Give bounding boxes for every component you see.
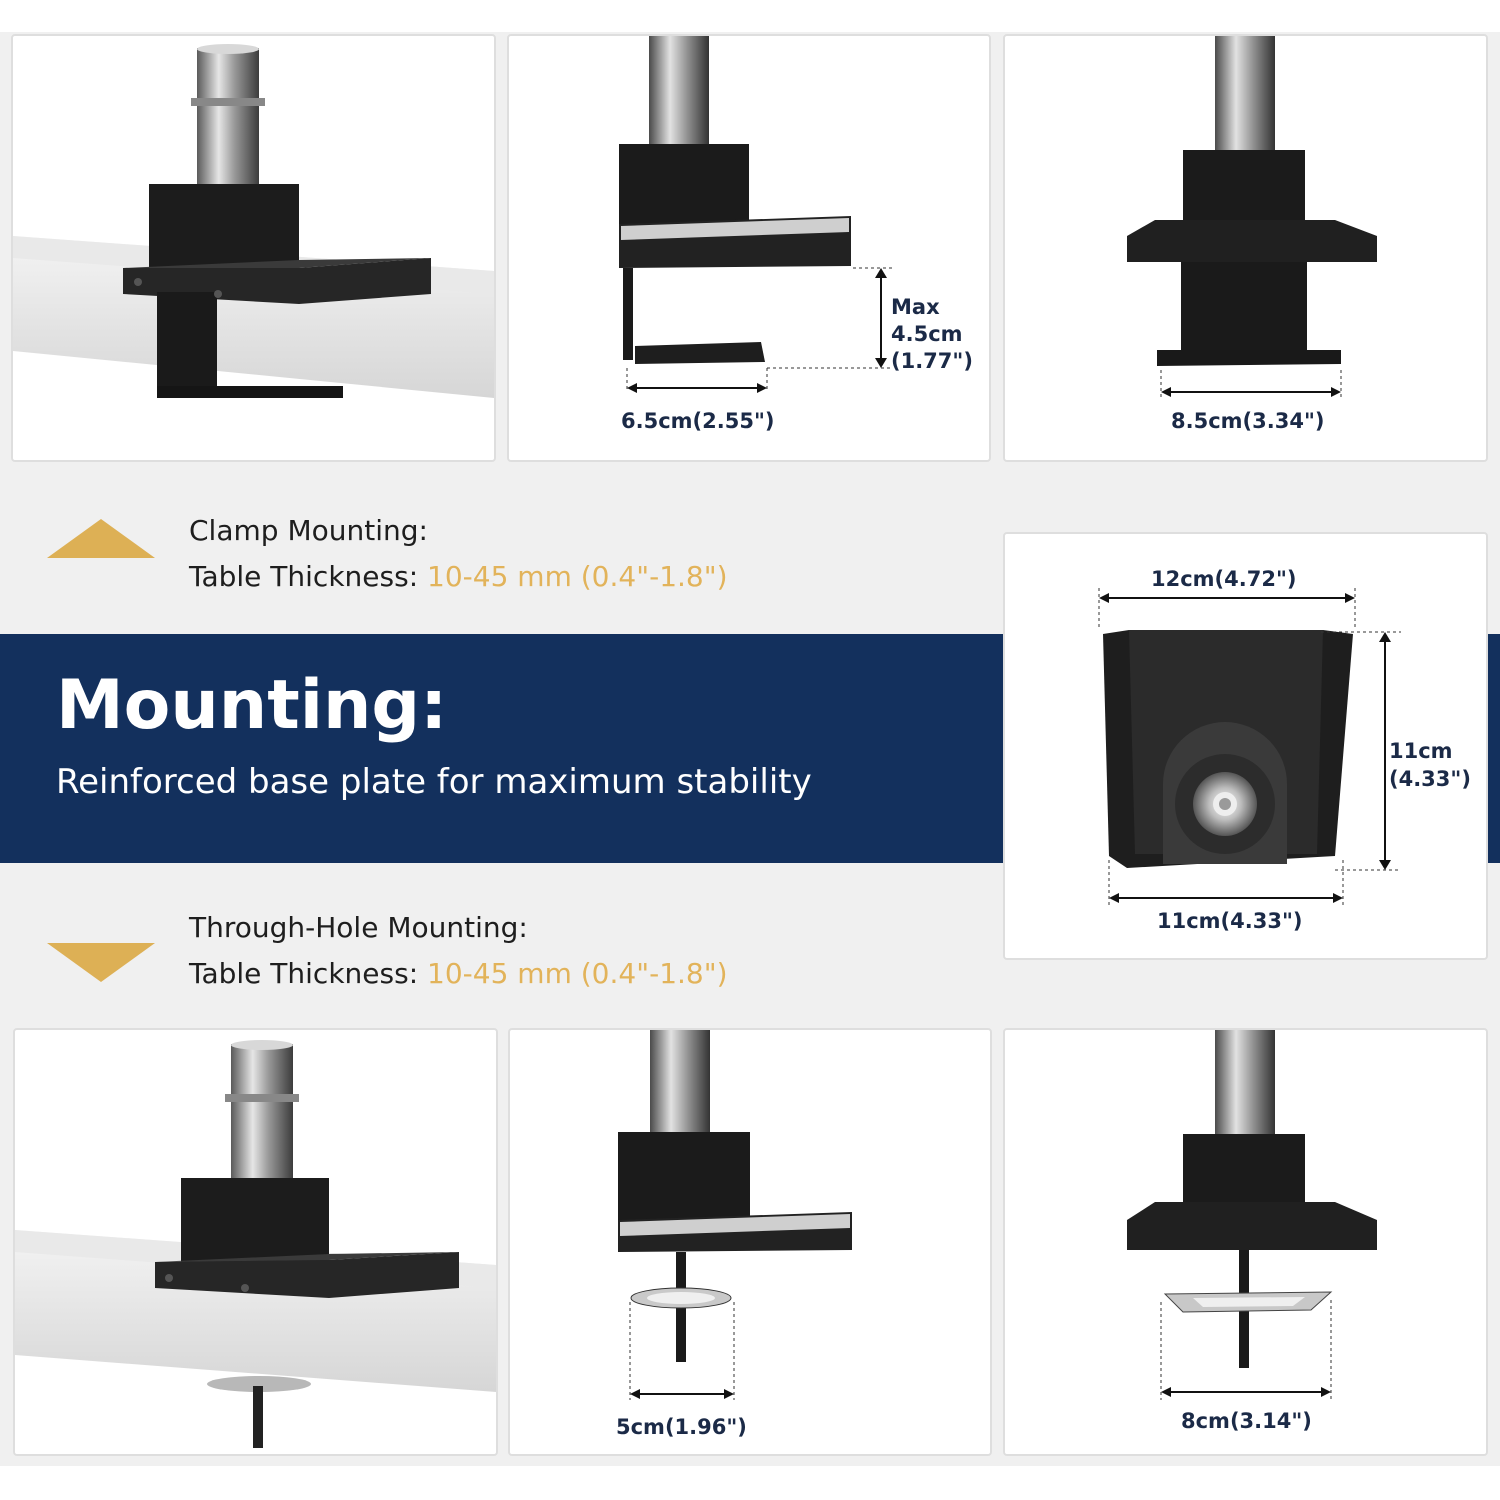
clamp-front-panel: 8.5cm(3.34") (1003, 34, 1488, 462)
base-plate-panel: 12cm(4.72") 11cm (4.33") 11cm(4.33") (1003, 532, 1488, 960)
clamp-spec: Clamp Mounting: Table Thickness: 10-45 m… (189, 508, 728, 600)
clamp-width-dimension: 8.5cm(3.34") (1171, 409, 1324, 433)
through-hole-side-illustration: 5cm(1.96") (616, 1030, 852, 1439)
banner-title: Mounting: (56, 666, 448, 745)
through-hole-thickness-value: 10-45 mm (0.4"-1.8") (427, 957, 728, 990)
through-hole-spec: Through-Hole Mounting: Table Thickness: … (189, 905, 728, 997)
through-hole-side-panel: 5cm(1.96") (508, 1028, 992, 1456)
grommet-plate-dimension: 8cm(3.14") (1181, 1409, 1312, 1433)
clamp-thickness-label: Table Thickness: (189, 560, 419, 593)
clamp-max-in: (1.77") (891, 349, 973, 373)
clamp-max-label: Max (891, 295, 940, 319)
base-plate-illustration: 12cm(4.72") 11cm (4.33") 11cm(4.33") (1098, 567, 1471, 933)
down-arrow-icon (47, 943, 155, 982)
clamp-perspective-panel (11, 34, 496, 462)
base-top-width-dimension: 12cm(4.72") (1151, 567, 1297, 591)
grommet-small-dimension: 5cm(1.96") (616, 1415, 747, 1439)
up-arrow-icon (47, 519, 155, 558)
top-strip (0, 0, 1500, 32)
through-hole-front-illustration: 8cm(3.14") (1127, 1030, 1377, 1433)
clamp-depth-dimension: 6.5cm(2.55") (621, 409, 774, 433)
clamp-thickness-value: 10-45 mm (0.4"-1.8") (427, 560, 728, 593)
base-bottom-width-dimension: 11cm(4.33") (1157, 909, 1303, 933)
through-hole-spec-heading: Through-Hole Mounting: (189, 911, 528, 944)
bottom-strip (0, 1466, 1500, 1500)
through-hole-thickness-label: Table Thickness: (189, 957, 419, 990)
clamp-side-panel: 6.5cm(2.55") Max 4.5cm (1.77") (507, 34, 991, 462)
banner-subtitle: Reinforced base plate for maximum stabil… (56, 762, 812, 802)
clamp-side-illustration: 6.5cm(2.55") Max 4.5cm (1.77") (619, 36, 973, 433)
through-hole-perspective-illustration (15, 1040, 496, 1448)
base-height-cm: 11cm (1389, 739, 1453, 763)
clamp-front-illustration: 8.5cm(3.34") (1127, 36, 1377, 433)
base-height-in: (4.33") (1389, 767, 1471, 791)
clamp-perspective-illustration (13, 44, 494, 398)
through-hole-spec-thickness: Table Thickness: 10-45 mm (0.4"-1.8") (189, 951, 728, 997)
through-hole-front-panel: 8cm(3.14") (1003, 1028, 1488, 1456)
through-hole-perspective-panel (13, 1028, 498, 1456)
clamp-spec-thickness: Table Thickness: 10-45 mm (0.4"-1.8") (189, 554, 728, 600)
clamp-spec-heading: Clamp Mounting: (189, 514, 428, 547)
clamp-max-cm: 4.5cm (891, 322, 963, 346)
